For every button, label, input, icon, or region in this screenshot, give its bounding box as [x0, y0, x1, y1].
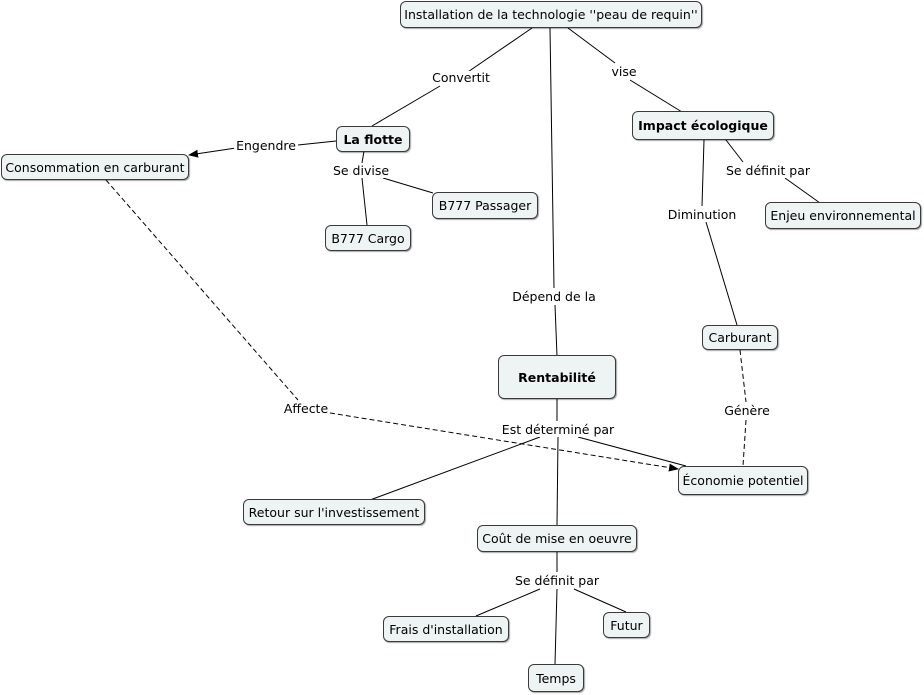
- line-installation-vise: [567, 27, 616, 64]
- node-carburant[interactable]: Carburant: [702, 325, 778, 350]
- line-genere-economie: [742, 419, 747, 467]
- link-label-genere: Génère: [722, 403, 772, 418]
- link-label-depend-de-la: Dépend de la: [510, 289, 598, 304]
- line-consommation-affecte: [105, 179, 299, 401]
- line-flotte-sedivise: [361, 150, 365, 164]
- line-estdetermine-retour: [369, 436, 541, 501]
- line-installation-convertit: [461, 27, 533, 77]
- node-cout-mise-en-oeuvre[interactable]: Coût de mise en oeuvre: [477, 525, 637, 552]
- node-futur[interactable]: Futur: [603, 612, 650, 638]
- line-affecte-economie: [329, 412, 679, 472]
- line-estdetermine-economie: [577, 436, 687, 467]
- line-installation-depend: [549, 27, 555, 289]
- link-label-se-divise: Se divise: [330, 163, 392, 178]
- node-consommation-carburant[interactable]: Consommation en carburant: [1, 154, 189, 180]
- line-sedefinit-frais: [475, 588, 541, 617]
- line-estdetermine-cout: [556, 436, 559, 526]
- link-label-affecte: Affecte: [281, 401, 331, 416]
- link-label-vise: vise: [609, 64, 639, 79]
- link-label-se-definit-par-impact: Se définit par: [723, 163, 813, 178]
- node-impact-ecologique[interactable]: Impact écologique: [632, 111, 774, 140]
- node-b777-cargo[interactable]: B777 Cargo: [325, 225, 411, 251]
- line-vise-impact: [629, 79, 683, 113]
- node-frais-installation[interactable]: Frais d'installation: [383, 616, 509, 642]
- link-label-convertit: Convertit: [430, 70, 492, 85]
- node-rentabilite[interactable]: Rentabilité: [498, 355, 616, 399]
- link-label-diminution: Diminution: [665, 207, 739, 222]
- line-convertit-flotte: [371, 85, 441, 127]
- line-sedefinit-futur: [573, 588, 627, 613]
- line-carburant-genere: [739, 349, 747, 403]
- line-depend-rentabilite: [554, 304, 558, 357]
- line-diminution-carburant: [705, 221, 738, 326]
- line-flotte-engendre: [297, 140, 337, 146]
- line-sedefinit-temps: [554, 588, 558, 665]
- link-label-engendre: Engendre: [234, 138, 298, 153]
- line-sedivise-passager: [382, 177, 434, 194]
- node-retour-investissement[interactable]: Retour sur l'investissement: [243, 499, 425, 525]
- line-sedefinit-enjeu: [784, 177, 821, 204]
- line-impact-diminution: [701, 139, 705, 207]
- line-impact-sedefinit: [725, 139, 744, 163]
- node-enjeu-environnemental[interactable]: Enjeu environnemental: [765, 202, 921, 229]
- link-label-se-definit-par-cout: Se définit par: [512, 573, 602, 588]
- node-la-flotte[interactable]: La flotte: [336, 126, 410, 152]
- node-installation[interactable]: Installation de la technologie ''peau de…: [400, 1, 702, 28]
- node-economie-potentiel[interactable]: Économie potentiel: [678, 466, 808, 495]
- node-temps[interactable]: Temps: [528, 664, 584, 692]
- line-engendre-consommation: [188, 147, 237, 158]
- link-label-est-determine-par: Est déterminé par: [499, 422, 617, 437]
- node-b777-passager[interactable]: B777 Passager: [432, 192, 538, 219]
- line-sedivise-cargo: [361, 177, 368, 226]
